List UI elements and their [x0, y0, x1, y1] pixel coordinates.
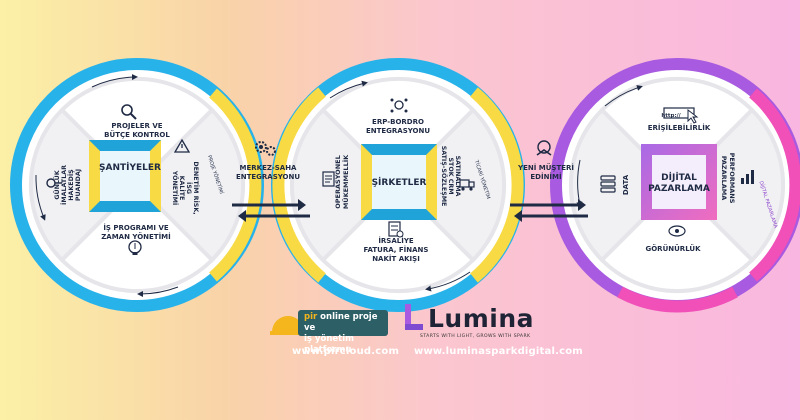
- sirketler-top-1: ERP-BORDRO: [372, 118, 424, 126]
- sirketler-right-2: STOK CRM: [447, 158, 454, 195]
- gears-icon: [255, 141, 276, 156]
- invoice-icon: [322, 171, 335, 187]
- sirketler-title: ŞİRKETLER: [372, 177, 427, 188]
- santiyeler-bottom-1: İŞ PROGRAMI VE: [103, 223, 169, 232]
- sirketler-left-2: MÜKEMMELLİK: [341, 154, 350, 209]
- santiyeler-right-3: KALİTE: [178, 176, 187, 201]
- lumina-name: Lumina: [428, 304, 535, 333]
- santiyeler-left-4: PUANDAJ: [75, 169, 82, 201]
- lumina-url[interactable]: www.luminasparkdigital.com: [414, 346, 583, 357]
- sirketler-bottom-1: İRSALİYE: [378, 236, 414, 245]
- dijital-top: ERİŞİLEBİLİRLİK: [648, 123, 711, 132]
- hazard-icon: [173, 138, 191, 153]
- sirketler-left-1: OPERASYONEL: [334, 155, 342, 208]
- sirketler-bottom-2: FATURA, FİNANS: [364, 245, 429, 254]
- lumina-tagline: STARTS WITH LIGHT, GROWS WITH SPARK: [420, 334, 531, 339]
- connector-left-label-2: ENTEGRASYONU: [236, 173, 300, 181]
- eye-icon: [668, 225, 686, 237]
- connector-left-label-1: MERKEZ-SAHA: [240, 164, 298, 172]
- santiyeler-ring-accent: [209, 88, 262, 282]
- growth-chart-icon: [741, 170, 754, 184]
- lightbulb-icon: [128, 240, 142, 255]
- search-icon: [121, 104, 137, 120]
- key-icon: [46, 178, 62, 188]
- dijital-circle: [550, 58, 800, 313]
- truck-icon: [459, 179, 475, 191]
- handshake-icon: [536, 140, 552, 156]
- santiyeler-right-4: YÖNETİMİ: [171, 170, 180, 206]
- santiyeler-bottom-2: ZAMAN YÖNETİMİ: [101, 232, 171, 241]
- connector-right: [510, 199, 588, 222]
- sirketler-right-1: SATINALMA: [454, 156, 461, 197]
- pir-logo-box: pir online proje ve iş yönetim platformu: [298, 310, 388, 355]
- dijital-bottom: GÖRÜNÜRLÜK: [645, 244, 701, 253]
- lumina-logo-mark: [405, 304, 423, 330]
- santiyeler-circle: [10, 58, 264, 312]
- dijital-title-2: PAZARLAMA: [648, 184, 710, 194]
- santiyeler-right-1: DENETİM RİSK,: [192, 161, 201, 214]
- browser-url-text: http://: [661, 113, 681, 119]
- connector-right-label-1: YENİ MÜŞTERİ: [517, 163, 574, 172]
- database-icon: [600, 175, 616, 193]
- dijital-left: DATA: [622, 174, 630, 195]
- pir-line1: online proje ve: [304, 312, 378, 333]
- santiyeler-right-2: İSG: [185, 182, 194, 194]
- connector-left: [232, 199, 310, 222]
- browser-icon: [663, 107, 695, 119]
- sirketler-top-2: ENTEGRASYONU: [366, 127, 430, 135]
- network-icon: [390, 98, 408, 113]
- pir-url[interactable]: www.pircloud.com: [292, 346, 400, 357]
- santiyeler-title: ŞANTİYELER: [99, 162, 161, 173]
- dijital-title-1: DİJİTAL: [661, 172, 697, 183]
- sirketler-bottom-3: NAKİT AKIŞI: [372, 254, 420, 263]
- sirketler-circle: [271, 58, 525, 312]
- santiyeler-left-3: HAKEDİŞ: [66, 169, 75, 201]
- santiyeler-left-2: İMALATLAR: [59, 165, 68, 205]
- connector-right-label-2: EDİNİMİ: [530, 172, 561, 181]
- santiyeler-top-1: PROJELER VE: [111, 122, 162, 130]
- sirketler-right-3: SATIŞ-SÖZLEŞME: [440, 146, 449, 207]
- dijital-right-1: PERFORMANS: [728, 153, 736, 204]
- santiyeler-top-2: BÜTÇE KONTROL: [104, 130, 170, 139]
- dijital-right-2: PAZARLAMA: [720, 156, 728, 201]
- santiyeler-left-1: GÜNLÜK: [52, 169, 61, 199]
- pir-brand: pir: [304, 312, 318, 322]
- hardhat-icon: [270, 316, 306, 335]
- document-icon: [388, 221, 404, 238]
- cursor-icon: [687, 108, 699, 124]
- pir-line2: iş yönetim platformu: [304, 334, 354, 355]
